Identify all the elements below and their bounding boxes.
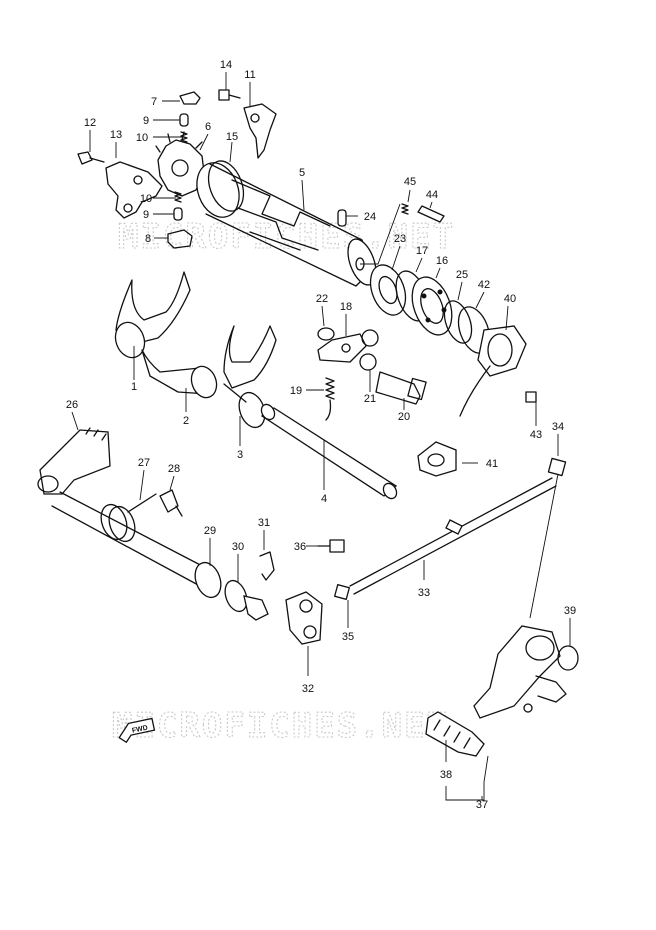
washer-22 — [317, 327, 335, 341]
callout-39: 39 — [564, 605, 576, 617]
bearing-15 — [207, 160, 245, 212]
callout-14: 14 — [220, 59, 232, 71]
callout-31: 31 — [258, 517, 270, 529]
bolt-20 — [375, 371, 427, 405]
callout-24: 24 — [364, 211, 376, 223]
bolt-14 — [218, 89, 241, 101]
gearshift-link-32 — [285, 591, 323, 645]
pin-45 — [401, 203, 409, 215]
callout-15: 15 — [226, 131, 238, 143]
callout-1: 1 — [131, 381, 137, 393]
callout-11: 11 — [244, 69, 255, 81]
grommet-41 — [417, 441, 457, 477]
lever-rubber-38 — [425, 711, 485, 757]
callout-13: 13 — [110, 129, 122, 141]
shift-fork-3 — [223, 325, 277, 429]
callout-5: 5 — [299, 167, 305, 179]
callout-7: 7 — [151, 96, 157, 108]
callout-28: 28 — [168, 463, 180, 475]
callout-4: 4 — [321, 493, 327, 505]
callout-41: 41 — [486, 458, 498, 470]
return-spring-27 — [100, 493, 157, 543]
callout-42: 42 — [478, 279, 490, 291]
callout-22: 22 — [316, 293, 328, 305]
callout-35: 35 — [342, 631, 354, 643]
callout-labels: 14 11 7 9 10 12 13 6 15 10 9 8 5 24 45 4… — [66, 59, 576, 811]
bolt-36 — [317, 539, 345, 553]
callout-2: 2 — [183, 415, 189, 427]
fwd-label: FWD — [131, 725, 148, 735]
stopper-arm-11 — [243, 103, 277, 159]
callout-19: 19 — [290, 385, 302, 397]
gearshift-lever-37 — [473, 625, 567, 719]
oil-seal-29 — [194, 561, 222, 599]
callout-9-top: 9 — [143, 115, 149, 127]
shift-cam-guide-13 — [105, 161, 163, 219]
callout-6: 6 — [205, 121, 211, 133]
washer-30 — [224, 579, 269, 621]
shift-arm-18 — [317, 333, 367, 363]
bolt-12 — [77, 151, 105, 165]
pin-9-top — [179, 113, 189, 127]
shift-fork-1 — [114, 271, 191, 359]
callout-38: 38 — [440, 769, 452, 781]
callout-9-bottom: 9 — [143, 209, 149, 221]
callout-23: 23 — [394, 233, 406, 245]
shift-fork-2 — [141, 349, 218, 399]
nut-34 — [547, 457, 567, 477]
bearing-16 — [411, 276, 453, 336]
callout-25: 25 — [456, 269, 468, 281]
washer-right-18 — [359, 329, 379, 371]
spring-19 — [325, 377, 335, 421]
callout-18: 18 — [340, 301, 352, 313]
stopper-plate-7 — [179, 91, 201, 105]
gearshift-rod-33 — [349, 477, 557, 595]
pin-24 — [337, 209, 347, 227]
callout-30: 30 — [232, 541, 244, 553]
callout-45: 45 — [404, 176, 416, 188]
watermark-bottom: MICROFICHES.NET — [112, 706, 449, 746]
callout-36: 36 — [294, 541, 306, 553]
fwd-arrow-icon: FWD — [118, 717, 156, 744]
callout-40: 40 — [504, 293, 516, 305]
spring-10-bottom — [174, 191, 182, 203]
fork-shaft-4 — [260, 403, 398, 500]
callout-8: 8 — [145, 233, 151, 245]
callout-43: 43 — [530, 429, 542, 441]
nut-35 — [334, 584, 350, 600]
callout-16: 16 — [436, 255, 448, 267]
callout-12: 12 — [84, 117, 96, 129]
callout-3: 3 — [237, 449, 243, 461]
callout-29: 29 — [204, 525, 216, 537]
leader-lines — [71, 72, 571, 801]
callout-10-bottom: 10 — [140, 193, 152, 205]
callout-26: 26 — [66, 399, 78, 411]
gear-position-switch-40 — [459, 325, 527, 417]
pin-44 — [417, 205, 445, 223]
stopper-8 — [167, 229, 193, 249]
circlip-31 — [259, 551, 275, 581]
circlip-25 — [443, 300, 473, 344]
callout-37: 37 — [476, 799, 488, 811]
washer-39 — [557, 645, 579, 671]
callout-27: 27 — [138, 457, 150, 469]
callout-17: 17 — [416, 245, 428, 257]
callout-33: 33 — [418, 587, 430, 599]
gearshift-cam-5 — [196, 162, 377, 287]
neutral-switch-28 — [159, 489, 183, 517]
callout-34: 34 — [552, 421, 564, 433]
bolt-43 — [525, 391, 537, 403]
callout-21: 21 — [364, 393, 376, 405]
callout-10-top: 10 — [136, 132, 148, 144]
callout-20: 20 — [398, 411, 410, 423]
callout-44: 44 — [426, 189, 438, 201]
callout-32: 32 — [302, 683, 314, 695]
gearshift-shaft-26 — [37, 427, 211, 587]
